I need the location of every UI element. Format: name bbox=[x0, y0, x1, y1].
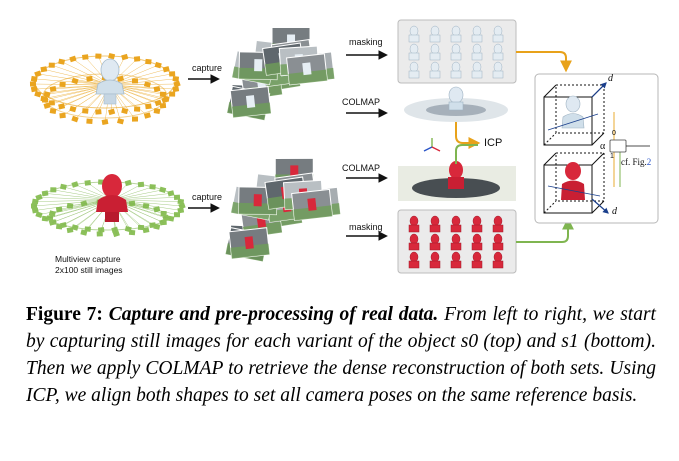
capture-label-top: capture bbox=[192, 63, 223, 73]
bottom-cube-plane bbox=[547, 185, 601, 197]
axis-gizmo-icon bbox=[423, 138, 441, 152]
top-camera-ring bbox=[29, 52, 181, 126]
top-cube-bust bbox=[561, 95, 585, 129]
cf-fig-reference: cf. Fig.2 bbox=[621, 157, 652, 167]
bottom-camera-ring bbox=[30, 178, 186, 238]
alpha-label: α bbox=[600, 141, 606, 152]
red-bust-icon bbox=[96, 174, 128, 222]
multiview-caption-line2: 2x100 still images bbox=[55, 265, 123, 275]
colmap-label-bottom: COLMAP bbox=[342, 163, 381, 173]
icp-arrow-orange bbox=[455, 122, 481, 149]
figure-number: Figure 7: bbox=[26, 304, 103, 325]
figure-diagram: capture capture masking COLMAP COLMAP ma… bbox=[29, 19, 659, 275]
d-label-bottom: d bbox=[612, 206, 617, 217]
multiview-caption-line1: Multiview capture bbox=[55, 254, 121, 264]
top-d-arrow bbox=[591, 82, 607, 98]
capture-label-bottom: capture bbox=[192, 192, 223, 202]
figure-caption: Figure 7: Capture and pre-processing of … bbox=[26, 301, 656, 409]
d-label-top: d bbox=[608, 73, 613, 84]
masking-label-bottom: masking bbox=[349, 222, 383, 232]
icp-arrow-green bbox=[455, 144, 478, 164]
alpha-switch bbox=[609, 112, 650, 187]
bottom-cube bbox=[543, 152, 605, 214]
green-connector bbox=[516, 217, 574, 243]
figure-body: From left to right, we start by capturin… bbox=[26, 304, 656, 406]
top-reconstruction bbox=[404, 86, 508, 122]
top-cube bbox=[543, 84, 605, 146]
top-cube-plane bbox=[547, 113, 599, 131]
masking-label-top: masking bbox=[349, 37, 383, 47]
white-bust-icon bbox=[95, 58, 125, 105]
switch-one-label: 1 bbox=[610, 153, 614, 160]
bottom-d-arrow bbox=[591, 198, 609, 214]
bottom-cube-bust bbox=[561, 162, 585, 200]
orange-connector bbox=[516, 51, 572, 73]
bottom-photo-collage bbox=[224, 157, 341, 263]
comparison-panel bbox=[534, 73, 659, 224]
bottom-reconstruction bbox=[398, 161, 516, 201]
switch-zero-label: 0 bbox=[612, 130, 616, 137]
icp-label: ICP bbox=[484, 137, 503, 149]
top-photo-collage bbox=[226, 27, 335, 121]
colmap-label-top: COLMAP bbox=[342, 97, 381, 107]
figure-title: Capture and pre-processing of real data. bbox=[108, 304, 439, 325]
